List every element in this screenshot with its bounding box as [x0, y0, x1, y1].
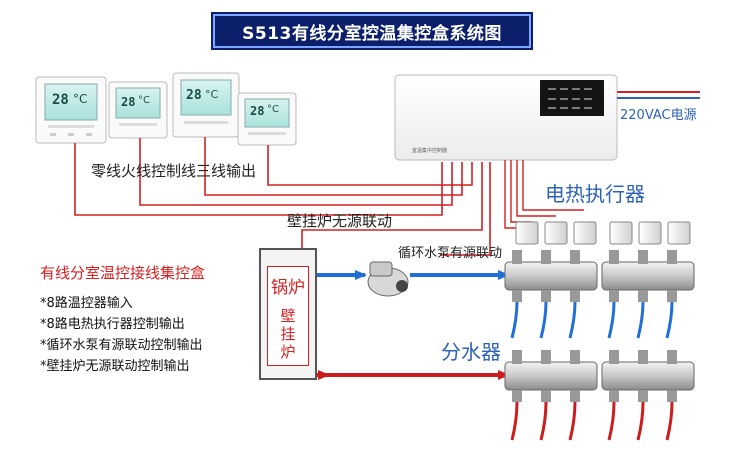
- supply-manifold: [504, 350, 695, 402]
- thermostat-2-unit: °C: [138, 95, 150, 106]
- thermostat-2-temp: 28: [121, 95, 136, 109]
- actuator-label: 电热执行器: [545, 182, 645, 206]
- thermostat-1-unit: °C: [73, 92, 88, 106]
- supply-loop-pipes: [510, 401, 674, 441]
- thermostat-3-unit: °C: [205, 88, 219, 101]
- thermostat-4-temp: 28: [250, 104, 265, 118]
- thermostat-wiring: [74, 137, 491, 256]
- diagram-title: S513有线分室控温集控盒系统图: [242, 23, 502, 44]
- power-wires: [617, 91, 700, 99]
- return-manifold: [504, 250, 695, 302]
- control-box-label: 室温集中控制器: [412, 148, 448, 154]
- thermostat-2: [108, 81, 168, 139]
- thermostat-1: [35, 76, 107, 144]
- thermostat-4: [237, 92, 297, 146]
- thermostat-3-temp: 28: [186, 88, 202, 103]
- boiler-type: 壁挂炉: [280, 307, 296, 361]
- manifold-label: 分水器: [441, 340, 501, 364]
- boiler-name: 锅炉: [271, 278, 305, 298]
- pump-link-label: 循环水泵有源联动: [398, 246, 503, 261]
- circulation-pump: [367, 261, 409, 297]
- boiler-link-label: 壁挂炉无源联动: [287, 212, 393, 230]
- return-pipe: [317, 270, 510, 280]
- thermostat-3: [172, 72, 240, 138]
- boiler: 锅炉 壁挂炉: [259, 248, 317, 380]
- features-heading: 有线分室温控接线集控盒: [40, 264, 206, 282]
- boiler-panel: 锅炉 壁挂炉: [267, 266, 309, 366]
- feature-item: *8路电热执行器控制输出: [40, 317, 185, 332]
- supply-pipe: [317, 370, 510, 380]
- return-loop-pipes: [510, 301, 674, 339]
- feature-item: *壁挂炉无源联动控制输出: [40, 359, 190, 374]
- wiring-label: 零线火线控制线三线输出: [91, 162, 257, 180]
- control-box: [394, 74, 618, 161]
- feature-item: *循环水泵有源联动控制输出: [40, 338, 203, 353]
- title-banner: S513有线分室控温集控盒系统图: [213, 14, 531, 48]
- thermostat-1-temp: 28: [52, 92, 69, 108]
- thermostat-4-unit: °C: [267, 104, 279, 115]
- power-label: 220VAC电源: [620, 108, 697, 123]
- actuator-row: [515, 221, 691, 245]
- feature-item: *8路温控器输入: [40, 296, 133, 311]
